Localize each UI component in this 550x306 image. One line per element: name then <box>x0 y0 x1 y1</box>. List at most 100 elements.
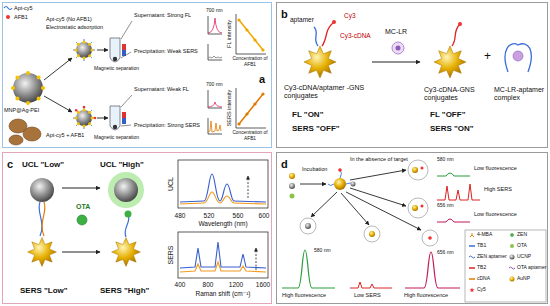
panel-c-art <box>28 160 268 278</box>
walnut-picture <box>23 127 41 141</box>
trend-plot <box>261 92 264 95</box>
panel-letter: b <box>281 9 288 20</box>
walnut-picture <box>9 119 41 145</box>
legend-sample <box>469 245 475 247</box>
annotation-label: 700 nm <box>206 82 223 88</box>
spectrum-curve <box>437 184 480 200</box>
spectrum-curve <box>437 173 470 176</box>
spectrum-chart <box>180 242 266 268</box>
legend-entry: OTA <box>517 243 527 249</box>
legend-sample <box>510 244 514 248</box>
spectrum-chart <box>256 248 257 270</box>
annotation-label: Raman shift (cm⁻¹) <box>195 290 250 297</box>
legend-sample <box>510 255 515 260</box>
legend-text: UCNP <box>517 253 531 259</box>
annotation-label: Magnetic separation <box>94 66 139 72</box>
annotation-label: SERS "Low" <box>20 286 68 295</box>
reagent-icon <box>289 173 295 179</box>
annotation-label: + <box>484 50 491 64</box>
mini-spectrum <box>208 118 222 134</box>
flow-arrow <box>44 96 72 112</box>
annotation-label: Cy3-cDNA-GNS conjugates <box>424 86 488 102</box>
annotation-label: Apt-cy5 + AFB1 <box>46 132 84 138</box>
trend-plot <box>261 48 264 51</box>
legend-sample <box>510 233 514 236</box>
legend-entry: ZEN <box>517 232 527 238</box>
flow-arrow <box>350 188 406 206</box>
annotation-label: MC-LR <box>385 28 407 36</box>
annotation-label: Magnetic separation <box>94 135 139 141</box>
trend-plot <box>237 18 264 51</box>
mini-spectrum <box>208 44 222 60</box>
zoom-content <box>428 236 432 240</box>
trend-plot <box>253 38 256 41</box>
magnetic-nanoparticle <box>13 73 43 103</box>
magnetic-nanoparticle <box>11 86 15 90</box>
aptamer-icon <box>4 7 12 10</box>
magnetic-nanoparticle <box>26 71 30 75</box>
ota-molecule <box>125 211 132 218</box>
annotation-label: SERS "ON" <box>430 124 474 133</box>
tube-magnet <box>113 57 117 61</box>
leader-line <box>121 21 132 126</box>
legend-box <box>465 230 546 302</box>
annotation-label: Apt-cy5 <box>14 5 33 11</box>
upconversion-glow <box>108 172 144 208</box>
annotation-label: Precipitation: Weak SERS <box>134 48 198 54</box>
magnetic-nanoparticle <box>15 97 19 101</box>
annotation-label: UCL "High" <box>100 160 144 169</box>
annotation-label: FL "OFF" <box>430 110 465 119</box>
mini-spectrum <box>208 18 222 33</box>
legend-text: ZEN <box>517 231 527 237</box>
annotation-label: Concentration of AFB1 <box>228 130 272 141</box>
cy3-dye <box>458 22 462 26</box>
annotation-label: 400 <box>175 281 186 288</box>
annotation-label: FL intensity <box>226 20 232 48</box>
annotation-label: 1200 <box>229 281 243 288</box>
complex-particle-bound <box>73 107 95 129</box>
aptamer-strand <box>39 202 42 236</box>
annotation-label: Concentration of AFB1 <box>228 56 272 67</box>
legend-entry: Cy5 <box>477 287 486 293</box>
leader-line <box>121 125 131 126</box>
leader-line <box>121 52 131 58</box>
tube-magnet <box>113 125 117 129</box>
magnetic-nanoparticle <box>37 75 41 79</box>
legend-sample <box>469 233 515 292</box>
complex-particle-bound <box>75 109 78 112</box>
annotation-label: Cy3 <box>344 12 356 19</box>
panel-box: d <box>276 152 548 304</box>
zoom-content <box>305 167 432 240</box>
annotation-label: High SERS <box>484 186 512 192</box>
zoom-content <box>369 231 375 237</box>
annotation-label: 480 <box>175 212 186 219</box>
annotation-label: Cy3-cDNA/aptamer -GNS conjugates <box>284 84 368 100</box>
toxin-dot <box>6 15 10 19</box>
panel-letter: d <box>281 159 288 170</box>
tube-magnet <box>110 38 126 130</box>
flow-arrow <box>97 50 108 51</box>
panel-letter: c <box>7 159 13 170</box>
legend-entry: 4-MBA <box>477 232 492 238</box>
zoom-circle <box>408 160 428 180</box>
zoom-content <box>412 205 418 211</box>
tube-magnet <box>122 112 126 118</box>
upconversion-particle <box>30 178 54 202</box>
flow-arrow <box>341 193 369 225</box>
toxin-molecule <box>392 42 404 54</box>
legend-entry: cDNA <box>477 276 490 282</box>
zoom-content <box>412 167 418 173</box>
legend-sample <box>510 277 515 282</box>
magnetic-nanoparticle <box>11 71 45 105</box>
complex-particle <box>73 39 95 61</box>
leader-line <box>121 95 132 107</box>
legend-sample <box>469 256 475 258</box>
complex-particle-bound <box>94 117 97 120</box>
mini-spectrum <box>208 102 222 107</box>
upconversion-particle <box>114 178 138 202</box>
